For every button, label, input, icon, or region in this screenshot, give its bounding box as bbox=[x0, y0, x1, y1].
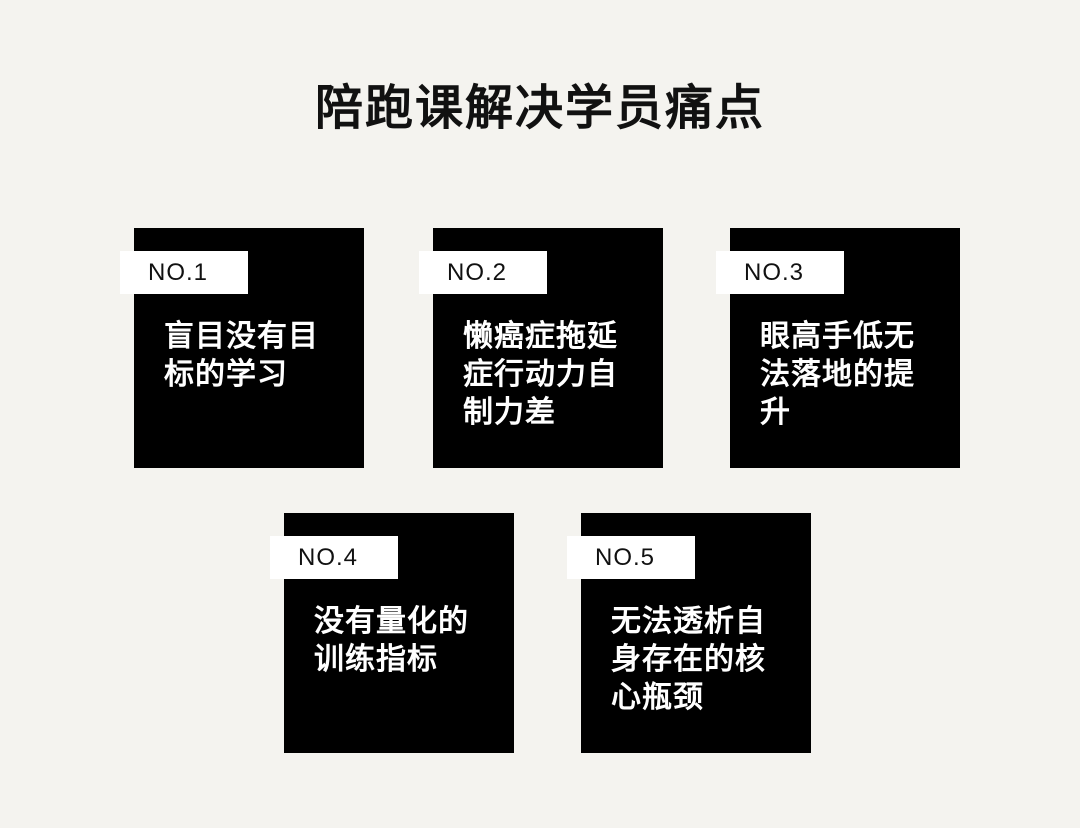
page-title: 陪跑课解决学员痛点 bbox=[314, 80, 765, 136]
pain-point-card-1: NO.1 盲目没有目标的学习 bbox=[120, 228, 364, 468]
card-number-tag: NO.3 bbox=[716, 251, 844, 294]
card-description: 无法透析自身存在的核心瓶颈 bbox=[611, 604, 766, 715]
card-number-tag: NO.1 bbox=[120, 251, 248, 294]
card-description: 懒癌症拖延症行动力自制力差 bbox=[463, 319, 618, 430]
pain-point-card-4: NO.4 没有量化的训练指标 bbox=[270, 513, 514, 753]
card-description: 盲目没有目标的学习 bbox=[164, 319, 319, 392]
card-number-tag: NO.2 bbox=[419, 251, 547, 294]
card-description: 没有量化的训练指标 bbox=[314, 604, 469, 677]
card-number-tag: NO.5 bbox=[567, 536, 695, 579]
card-description: 眼高手低无法落地的提升 bbox=[760, 319, 915, 430]
pain-point-card-5: NO.5 无法透析自身存在的核心瓶颈 bbox=[567, 513, 811, 753]
card-number-tag: NO.4 bbox=[270, 536, 398, 579]
pain-point-card-2: NO.2 懒癌症拖延症行动力自制力差 bbox=[419, 228, 663, 468]
pain-point-card-3: NO.3 眼高手低无法落地的提升 bbox=[716, 228, 960, 468]
